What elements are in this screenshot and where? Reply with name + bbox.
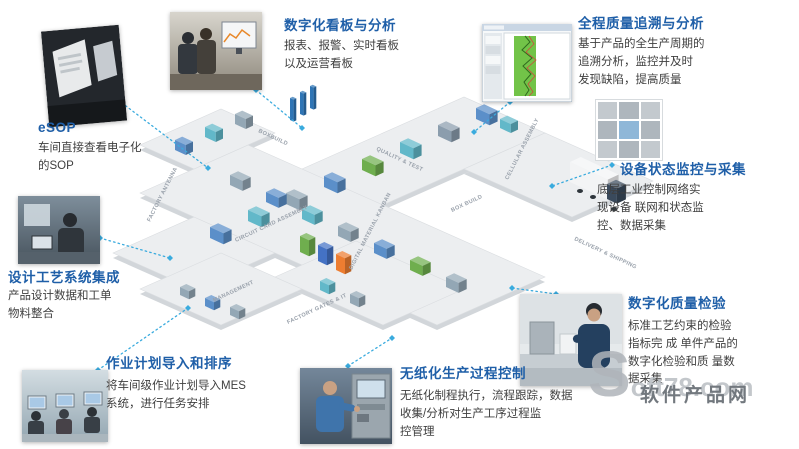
equipment-body: 底层工业控制网络实 现设备 联网和状态监 控、数据采集 xyxy=(597,184,704,232)
photo-planning-illustration xyxy=(22,370,108,442)
photo-planning xyxy=(22,370,108,442)
photo-design-integration xyxy=(18,196,100,264)
dashboard-heading: 数字化看板与分析 xyxy=(284,18,396,33)
photo-quality-trace-illustration xyxy=(482,24,572,102)
zone-label-box-build: BOX BUILD xyxy=(450,194,483,214)
photo-equipment-monitoring xyxy=(596,100,662,160)
photo-paperless xyxy=(300,368,392,444)
photo-inspection xyxy=(520,294,622,386)
photo-esop-illustration xyxy=(40,24,128,128)
quality-trace-heading: 全程质量追溯与分析 xyxy=(578,16,704,31)
photo-quality-trace-software xyxy=(482,24,572,102)
photo-dashboard-illustration xyxy=(170,12,262,90)
factory-floor xyxy=(112,84,654,330)
quality-trace-body: 基于产品的全生产周期的 追溯分析，监控并及时 发现缺陷，提高质量 xyxy=(578,38,705,86)
esop-heading: eSOP xyxy=(38,120,77,135)
paperless-heading: 无纸化生产过程控制 xyxy=(400,366,526,381)
planning-body: 将车间级作业计划导入MES 系统，进行任务安排 xyxy=(106,380,246,410)
photo-paperless-illustration xyxy=(300,368,392,444)
photo-esop xyxy=(40,24,128,128)
equipment-heading: 设备状态监控与采集 xyxy=(620,162,746,177)
dashboard-body: 报表、报警、实时看板 以及运营看板 xyxy=(284,40,399,70)
design-heading: 设计工艺系统集成 xyxy=(8,270,120,285)
photo-dashboard xyxy=(170,12,262,90)
photo-equipment-grid xyxy=(596,100,662,160)
zone-label-delivery-shipping: DELIVERY & SHIPPING xyxy=(573,236,637,270)
photo-inspection-illustration xyxy=(520,294,622,386)
inspection-heading: 数字化质量检验 xyxy=(628,296,726,311)
esop-body: 车间直接查看电子化 的SOP xyxy=(38,142,142,172)
design-body: 产品设计数据和工单 物料整合 xyxy=(8,290,112,320)
photo-design-illustration xyxy=(18,196,100,264)
planning-heading: 作业计划导入和排序 xyxy=(106,356,232,371)
inspection-body: 标准工艺约束的检验 指标完 成 单件产品的 数字化检验和质 量数 据采集 xyxy=(628,320,738,386)
paperless-body: 无纸化制程执行，流程跟踪，数据 收集/分析对生产工序过程监 控管理 xyxy=(400,390,573,438)
